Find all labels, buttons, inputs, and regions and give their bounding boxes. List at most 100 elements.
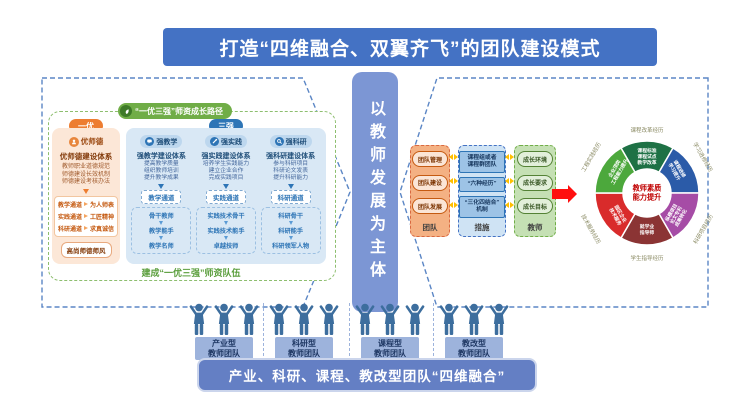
- outer-label-group: 科研项目经历: [691, 212, 715, 245]
- channel-value: 求真诚信: [90, 226, 115, 233]
- person-icon: [268, 302, 290, 336]
- yiyou-pill-label: 一优: [78, 121, 94, 131]
- ethics-measure: 师德建设长效机制: [61, 171, 110, 178]
- growth-ladder: 骨干教师 教学能手 教学名师: [131, 207, 192, 254]
- svg-text:技术服务经历: 技术服务经历: [579, 213, 603, 246]
- measure-box-line: 课程组或者: [467, 155, 497, 161]
- measure: 组织教师培训: [143, 168, 179, 174]
- industry-team-people: [187, 302, 261, 336]
- measure-box-mechanism: “三化四结合” 机制: [459, 196, 505, 218]
- page-title: 打造“四维融合、双翼齐飞”的团队建设模式: [219, 38, 601, 60]
- donut-segment-engineering: [594, 146, 637, 194]
- person-icon: [463, 302, 485, 336]
- ethics-channel-box: 教学通道 为人师表 实践通道 工匠精神 科研通道 求真诚信: [54, 195, 118, 237]
- course-team-people: [353, 302, 427, 336]
- research-team-label: 科研型教师团队: [275, 337, 333, 360]
- strong-teaching-label: 强教学: [156, 138, 178, 146]
- team-oval: 团队建设: [412, 174, 448, 191]
- six-experience-donut: 教师素质 能力提升 课程标准 课程试点 教学改革 课程进修 学习提升 纵横项目 …: [579, 126, 715, 262]
- ladder-item: 骨干教师: [148, 213, 174, 220]
- segment-text: 课程试点: [637, 153, 656, 160]
- teacher-ethics-badge-label: 优师德: [80, 137, 104, 146]
- growth-ladder: 实践技术骨干 实践技术能手 卓越技师: [196, 207, 256, 254]
- strong-practice-label: 强实践: [221, 138, 242, 146]
- measure: 提升教学成果: [143, 175, 179, 181]
- svg-text:学习进修经历: 学习进修经历: [691, 141, 715, 174]
- channel-name: 科研通道: [57, 226, 82, 233]
- bottom-banner-text: 产业、科研、课程、教改型团队“四维融合”: [228, 369, 506, 384]
- svg-text:科研项目经历: 科研项目经历: [691, 212, 715, 245]
- center-axis-text: 以教师发展为主体: [367, 100, 384, 284]
- svg-text:工程实践经历: 工程实践经历: [579, 140, 603, 173]
- person-icon: [318, 302, 340, 336]
- strong-research-column: 强科研 强科研建设体系 参与科研项目 科研论文发表 提升科研能力 科研通道 科研…: [260, 135, 321, 260]
- down-arrow-icon: [224, 221, 228, 225]
- down-arrow-icon: [158, 184, 165, 189]
- ladder-item: 科研骨干: [278, 213, 304, 220]
- ethics-measures: 教师职业道德规范 师德建设长效机制 师德建设考核办法: [62, 164, 110, 187]
- person-icon: [188, 302, 210, 336]
- left-panel-footer: 建成“一优三强”师资队伍: [141, 268, 241, 278]
- down-arrow-icon: [287, 184, 294, 189]
- bidirectional-arrow-icon: [448, 177, 459, 185]
- person-icon: [213, 302, 235, 336]
- outer-label-group: 技术服务经历: [579, 213, 603, 246]
- chat-icon: [145, 137, 155, 146]
- strong-practice-column: 强实践 强实践建设体系 培养学生实践能力 建立企业合作 完成实践项目 实践通道 …: [196, 135, 257, 260]
- title-banner: 打造“四维融合、双翼齐飞”的团队建设模式: [163, 28, 657, 66]
- strong-research-label: 强科研: [285, 138, 307, 146]
- person-icon: [293, 302, 315, 336]
- team-separator: [263, 303, 264, 356]
- bidirectional-arrow-icon: [504, 153, 515, 161]
- team-separator: [349, 303, 350, 356]
- teacher-column-label: 教师: [527, 222, 543, 232]
- ladder-item: 实践技术骨干: [207, 213, 245, 220]
- measure: 培养学生实践能力: [202, 161, 250, 167]
- channel-row: 教学通道 为人师表: [57, 200, 115, 209]
- system-title: 强科研建设体系: [266, 153, 316, 160]
- right-arrow-icon: [84, 214, 88, 218]
- channel-pill: 教学通道: [141, 190, 182, 204]
- bidirectional-arrow-icon: [504, 177, 515, 185]
- channel-row: 科研通道 求真诚信: [57, 224, 115, 233]
- research-team-people: [267, 302, 341, 336]
- measure-box-line: 课程群团队: [467, 162, 497, 168]
- sanqiang-pill-label: 三强: [218, 121, 234, 131]
- teacher-column: 成长环境 成长要求 成长目标 教师: [514, 145, 556, 237]
- segment-text: 指导师: [640, 229, 655, 236]
- medal-icon: [68, 136, 79, 147]
- measure: 提升科研能力: [273, 175, 309, 181]
- ethics-system-title: 优师德建设体系: [59, 152, 113, 161]
- strong-teaching-column: 强教学 强教学建设体系 提高教学质量 组织教师培训 提升教学成果 教学通道 骨干…: [131, 135, 192, 260]
- person-icon: [354, 302, 376, 336]
- person-icon: [238, 302, 260, 336]
- strong-practice-badge: 强实践: [205, 135, 247, 148]
- down-arrow-icon: [223, 184, 229, 189]
- measure-column: 课程组或者 课程群团队 “六种经历” “三化四结合” 机制 措施: [458, 145, 506, 237]
- teacher-oval: 成长环境: [517, 151, 553, 167]
- donut-center: [624, 170, 670, 216]
- team-oval: 团队发展: [412, 198, 448, 215]
- down-arrow-icon: [288, 221, 293, 225]
- growth-ladder: 科研骨干 科研能手 科研领军人物: [260, 207, 321, 254]
- down-arrow-icon: [288, 236, 293, 240]
- measure-box-line: “六种经历”: [467, 181, 497, 187]
- channel-pill: 实践通道: [206, 190, 246, 204]
- bidirectional-arrow-icon: [448, 153, 459, 161]
- down-arrow-icon: [224, 236, 228, 240]
- measure: 提高教学质量: [143, 161, 179, 167]
- down-arrow-icon: [159, 221, 164, 225]
- outer-label-group: 学习进修经历: [691, 141, 715, 174]
- down-arrow-icon: [83, 188, 89, 194]
- channel-value: 工匠精神: [90, 214, 115, 221]
- sanqiang-card: 强教学 强教学建设体系 提高教学质量 组织教师培训 提升教学成果 教学通道 骨干…: [126, 128, 326, 264]
- teacher-oval: 成长要求: [517, 174, 553, 191]
- strong-research-badge: 强科研: [269, 135, 312, 148]
- measure: 参与科研项目: [273, 161, 309, 167]
- person-icon: [488, 302, 510, 336]
- person-icon: [438, 302, 460, 336]
- measure-box-course-team: 课程组或者 课程群团队: [459, 151, 505, 173]
- right-arrow-icon: [84, 226, 88, 230]
- ladder-item: 教学名师: [148, 243, 174, 250]
